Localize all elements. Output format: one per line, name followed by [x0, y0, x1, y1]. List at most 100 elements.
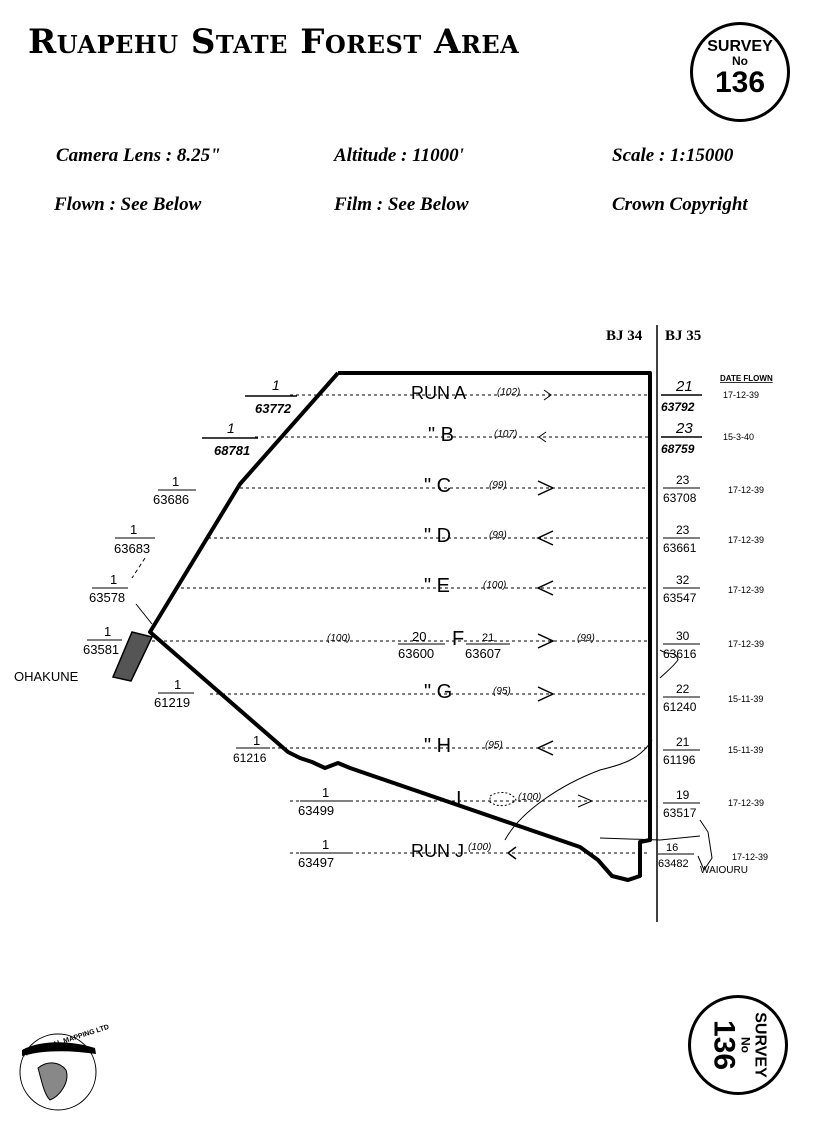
survey-number: 136 [714, 66, 766, 99]
waiouru-road [697, 819, 713, 872]
run-j-date: 17-12-39 [732, 852, 768, 862]
river-line [504, 739, 653, 841]
run-g-label: " G [424, 681, 452, 703]
survey-no: No [732, 54, 748, 68]
run-a-count: (102) [497, 387, 520, 398]
run-i-arrow [577, 794, 594, 808]
run-b-right-film: 68759 [661, 442, 695, 456]
nz-map-icon [37, 1062, 68, 1101]
survey-word: SURVEY [751, 1012, 769, 1078]
run-a-right-film: 63792 [661, 400, 695, 414]
run-d-arrow [536, 530, 554, 546]
run-e-left-frame: 1 [110, 572, 117, 587]
run-f-mid1-frame: 20 [412, 629, 426, 644]
run-j-right-film: 63482 [658, 858, 689, 870]
run-e-arrow [536, 580, 554, 596]
run-h-left-film: 61216 [233, 751, 267, 765]
lake-outline [489, 792, 517, 807]
copyright: Crown Copyright [612, 194, 748, 215]
run-j-label: RUN J [411, 841, 464, 861]
run-j-left-frame: 1 [322, 837, 329, 852]
wings-icon [22, 1042, 96, 1056]
run-j-arrow [506, 846, 517, 860]
run-c-label: " C [424, 475, 451, 497]
flown: Flown : See Below [54, 194, 202, 215]
run-i-left-frame: 1 [322, 785, 329, 800]
run-a-left-frame: 1 [272, 377, 280, 393]
run-f-right-frame: 30 [676, 629, 690, 643]
run-h-label: " H [424, 735, 451, 757]
run-c-right-film: 63708 [663, 491, 697, 505]
run-j-left-film: 63497 [298, 855, 334, 870]
run-f-mid2-frame: 21 [482, 632, 494, 644]
run-a-date: 17-12-39 [723, 390, 759, 400]
run-i-left-film: 63499 [298, 803, 334, 818]
run-b-date: 15-3-40 [723, 432, 754, 442]
road-line [599, 835, 701, 841]
run-e-date: 17-12-39 [728, 585, 764, 595]
date-flown-heading: DATE FLOWN [720, 374, 773, 383]
run-g-count: (95) [493, 686, 511, 697]
run-b-count: (107) [494, 429, 517, 440]
run-d-count: (99) [489, 530, 507, 541]
run-i-date: 17-12-39 [728, 798, 764, 808]
run-f-arrow [537, 633, 555, 649]
run-g-arrow [537, 686, 555, 702]
run-d-label: " D [424, 525, 451, 547]
run-b-arrow [538, 431, 547, 443]
run-f-count2: (99) [577, 633, 595, 644]
run-f-date: 17-12-39 [728, 639, 764, 649]
altitude: Altitude : 11000' [334, 145, 464, 166]
run-h-right-film: 61196 [663, 753, 696, 767]
run-f-mid1-film: 63600 [398, 646, 434, 661]
scale: Scale : 1:15000 [612, 145, 734, 166]
run-j-count: (100) [468, 842, 491, 853]
run-a-label: RUN A [411, 383, 466, 403]
run-d-left-film: 63683 [114, 541, 150, 556]
run-e-count: (100) [483, 580, 506, 591]
waiouru-label: WAIOURU [700, 865, 748, 876]
stream-line [659, 649, 679, 679]
run-c-left-frame: 1 [172, 474, 179, 489]
run-d-left-frame: 1 [130, 522, 137, 537]
run-c-arrow [537, 480, 555, 496]
run-b-right-frame: 23 [675, 420, 693, 437]
run-e-right-frame: 32 [676, 573, 690, 587]
run-f-count: (100) [327, 633, 350, 644]
survey-word: SURVEY [707, 38, 773, 55]
run-f-label: F [452, 628, 464, 650]
run-e-left-film: 63578 [89, 590, 125, 605]
run-c-count: (99) [489, 480, 507, 491]
run-b-left-frame: 1 [227, 420, 235, 436]
survey-number: 136 [707, 1019, 741, 1071]
survey-badge-rotated: SURVEY No 136 [688, 995, 788, 1095]
run-b-label: " B [428, 424, 454, 446]
left-frame-labels: 1 63772 1 68781 1 63686 1 63683 1 63578 … [83, 377, 352, 870]
run-i-right-frame: 19 [676, 788, 690, 802]
run-h-count: (95) [485, 740, 503, 751]
run-h-left-frame: 1 [253, 733, 260, 748]
run-a-right-frame: 21 [675, 378, 693, 395]
run-f-right-film: 63616 [663, 647, 697, 661]
ohakune-label: OHAKUNE [14, 669, 79, 684]
run-g-left-film: 61219 [154, 695, 190, 710]
run-d-date: 17-12-39 [728, 535, 764, 545]
run-i-count: (100) [518, 792, 541, 803]
forest-boundary [148, 371, 652, 882]
run-c-left-film: 63686 [153, 492, 189, 507]
run-c-date: 17-12-39 [728, 485, 764, 495]
run-g-right-frame: 22 [676, 682, 690, 696]
run-g-date: 15-11-39 [728, 694, 763, 704]
page-title: Ruapehu State Forest Area [28, 22, 520, 62]
ohakune-hatched-area [111, 631, 154, 682]
run-g-left-frame: 1 [174, 677, 181, 692]
run-b-left-film: 68781 [214, 443, 250, 458]
sheet-left-label: BJ 34 [606, 328, 643, 344]
run-h-arrow [536, 740, 554, 756]
run-d-right-frame: 23 [676, 523, 690, 537]
run-a-left-film: 63772 [255, 401, 292, 416]
run-j-right-frame: 16 [666, 842, 678, 854]
run-f-mid2-film: 63607 [465, 646, 501, 661]
run-a-arrow [543, 389, 552, 401]
